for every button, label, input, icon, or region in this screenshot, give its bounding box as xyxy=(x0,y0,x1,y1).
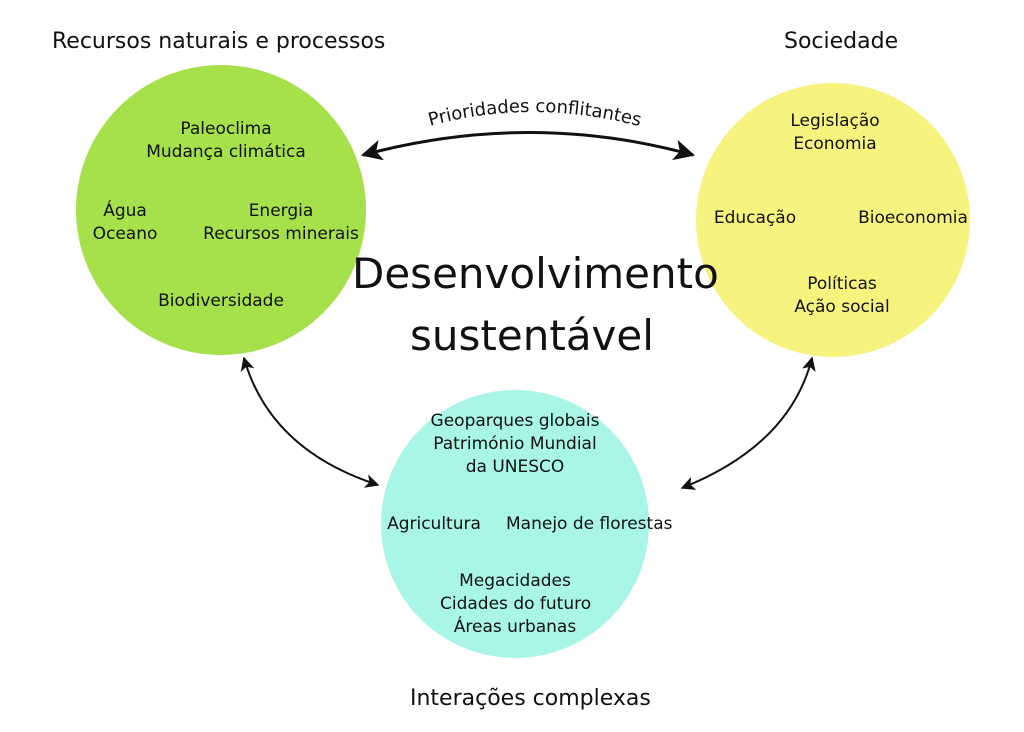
paleoclima-label: Paleoclima xyxy=(180,119,272,139)
conflicting-priorities-label: Prioridades conflitantes xyxy=(426,96,644,131)
oceano-label: Oceano xyxy=(92,224,158,244)
complex-interactions-circle xyxy=(381,390,649,658)
patrimonio-label: Património Mundial xyxy=(433,434,597,454)
geoparques-label: Geoparques globais xyxy=(430,411,600,431)
agua-label: Água xyxy=(103,201,147,221)
natural-top-group: Paleoclima Mudança climática xyxy=(126,118,326,164)
natural-resources-circle xyxy=(76,65,366,355)
recursos-minerais-label: Recursos minerais xyxy=(203,224,359,244)
biodiversidade-label: Biodiversidade xyxy=(158,291,284,311)
society-bottom-group: Políticas Ação social xyxy=(780,273,904,319)
areas-urbanas-label: Áreas urbanas xyxy=(453,617,577,637)
arrow-natural-interactions xyxy=(240,356,380,488)
educacao-label: Educação xyxy=(713,208,797,228)
center-title-line1: Desenvolvimento xyxy=(352,249,719,298)
center-title-line2: sustentável xyxy=(410,311,654,360)
megacidades-label: Megacidades xyxy=(459,571,571,591)
politicas-label: Políticas xyxy=(807,274,877,294)
legislacao-label: Legislação xyxy=(790,111,880,131)
society-title: Sociedade xyxy=(784,29,899,54)
society-top-group: Legislação Economia xyxy=(780,110,890,156)
cidades-futuro-label: Cidades do futuro xyxy=(440,594,592,614)
mudanca-climatica-label: Mudança climática xyxy=(146,142,306,162)
arrow-society-interactions xyxy=(680,356,816,490)
acao-social-label: Ação social xyxy=(794,297,890,317)
economia-label: Economia xyxy=(793,134,877,154)
natural-resources-title: Recursos naturais e processos xyxy=(52,29,386,54)
natural-right-group: Energia Recursos minerais xyxy=(196,200,366,246)
complex-interactions-title: Interações complexas xyxy=(410,686,651,711)
unesco-label: da UNESCO xyxy=(465,457,565,477)
center-title: Desenvolvimento sustentável xyxy=(352,246,719,364)
natural-left-group: Água Oceano xyxy=(75,200,175,246)
energia-label: Energia xyxy=(248,201,314,221)
interactions-top-group: Geoparques globais Património Mundial da… xyxy=(420,410,610,479)
manejo-florestas-label: Manejo de florestas xyxy=(506,514,673,534)
society-circle xyxy=(696,83,970,357)
interactions-bottom-group: Megacidades Cidades do futuro Áreas urba… xyxy=(440,570,592,639)
bioeconomia-label: Bioeconomia xyxy=(858,208,968,228)
agricultura-label: Agricultura xyxy=(387,514,481,534)
arrow-natural-society xyxy=(360,131,696,161)
